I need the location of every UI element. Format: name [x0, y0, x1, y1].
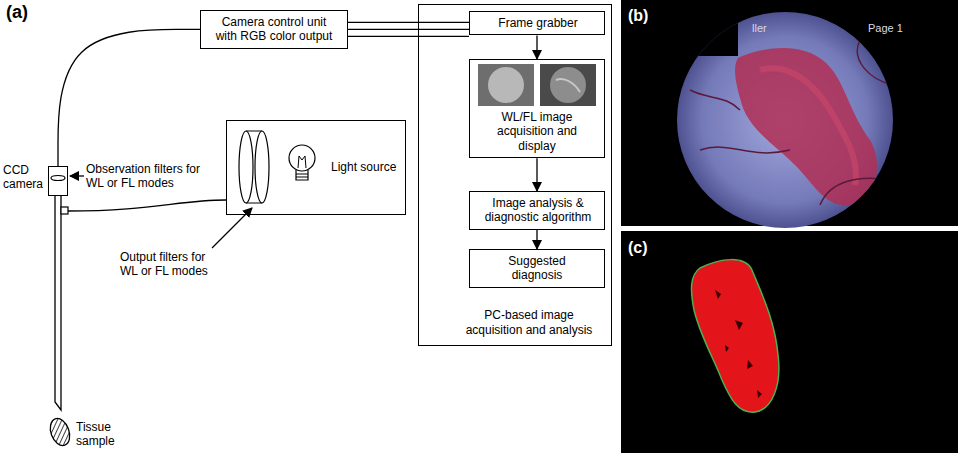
connector — [58, 29, 200, 166]
segmented-lesion — [715, 290, 762, 398]
photo-background — [621, 231, 958, 453]
light-guide-cable — [68, 200, 226, 211]
lens-symbol — [239, 131, 253, 203]
process-box: Suggested diagnosis — [469, 249, 605, 288]
light-port — [61, 207, 68, 214]
connector — [348, 22, 469, 36]
overlay-text: Page 1 — [868, 22, 903, 35]
lesion-region — [735, 48, 877, 205]
leader-arrow — [70, 175, 84, 176]
endoscope-shaft — [55, 196, 61, 410]
thumbnail-image — [540, 64, 596, 106]
bulb-symbol — [298, 156, 306, 168]
callout-label: Output filters for WL or FL modes — [120, 250, 220, 279]
node-text: Frame grabber — [474, 16, 602, 30]
node-text: Suggested diagnosis — [497, 254, 577, 283]
camera-body: CCD camera — [48, 166, 68, 196]
bulb-symbol — [289, 145, 315, 171]
thumbnail-image — [488, 67, 524, 103]
process-box: Frame grabber — [469, 11, 605, 35]
panel-label: (b) — [628, 6, 648, 25]
group-box: PC-based image acquisition and analysis F… — [418, 4, 612, 346]
bulb-symbol — [296, 170, 308, 180]
tissue-sample-symbol — [47, 416, 73, 448]
connector — [536, 158, 537, 191]
thumbnail-image — [550, 67, 586, 103]
endoscope-photo — [670, 0, 893, 228]
process-box: Image analysis & diagnostic algorithm — [469, 191, 605, 230]
node-text: Image analysis & diagnostic algorithm — [474, 196, 602, 225]
panel-label: (a) — [6, 2, 28, 24]
lesion-region — [760, 68, 856, 185]
connector — [536, 35, 537, 59]
blood-vessel — [690, 40, 893, 205]
node-text: Light source — [331, 160, 396, 174]
callout-label: Observation filters for WL or FL modes — [86, 162, 219, 191]
overlay-mask — [670, 0, 738, 56]
callout-label: Tissue sample — [76, 420, 126, 449]
node-text: WL/FL image acquisition and display — [487, 110, 587, 153]
thumbnail-image — [556, 79, 580, 92]
lens-symbol — [255, 131, 269, 203]
light-source-box: Light source — [226, 120, 406, 215]
segmented-lesion — [692, 260, 779, 413]
process-box: WL/FL image acquisition and display — [469, 59, 605, 158]
node-text: Camera control unit with RGB color outpu… — [210, 15, 338, 44]
node-text: PC-based image acquisition and analysis — [459, 308, 599, 337]
connector — [536, 230, 537, 249]
overlay-text: ller — [752, 22, 767, 35]
filter-symbol — [51, 176, 65, 181]
node-text: CCD camera — [3, 163, 47, 192]
panel-label: (c) — [628, 238, 648, 257]
process-box: Camera control unit with RGB color outpu… — [200, 10, 348, 49]
thumbnail-image — [478, 64, 534, 106]
leader-arrow — [212, 208, 252, 248]
